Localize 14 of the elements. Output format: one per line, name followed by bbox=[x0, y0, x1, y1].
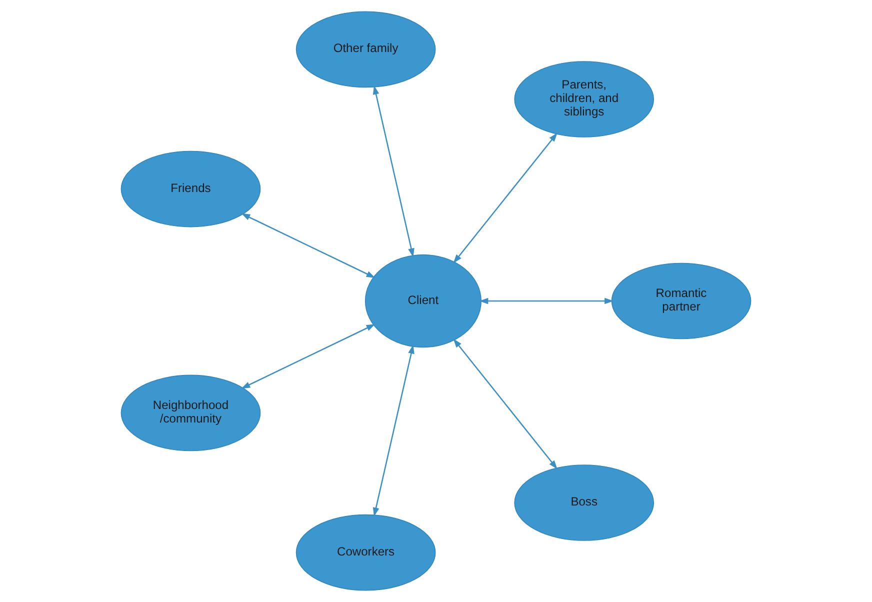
arrow bbox=[453, 132, 558, 264]
arrow bbox=[479, 298, 614, 304]
node-ellipse: Neighborhood /community bbox=[120, 374, 261, 452]
node-ellipse: Boss bbox=[514, 464, 654, 541]
arrow bbox=[372, 344, 414, 517]
node-ellipse: Coworkers bbox=[296, 514, 436, 591]
arrow bbox=[241, 324, 376, 389]
node-ellipse: Friends bbox=[120, 150, 261, 228]
arrow bbox=[241, 213, 376, 278]
arrow bbox=[453, 338, 558, 470]
arrow bbox=[372, 85, 414, 258]
node-ellipse: Parents, children, and siblings bbox=[514, 61, 654, 138]
node-ellipse: Other family bbox=[296, 11, 436, 88]
node-ellipse: Romantic partner bbox=[611, 262, 752, 340]
